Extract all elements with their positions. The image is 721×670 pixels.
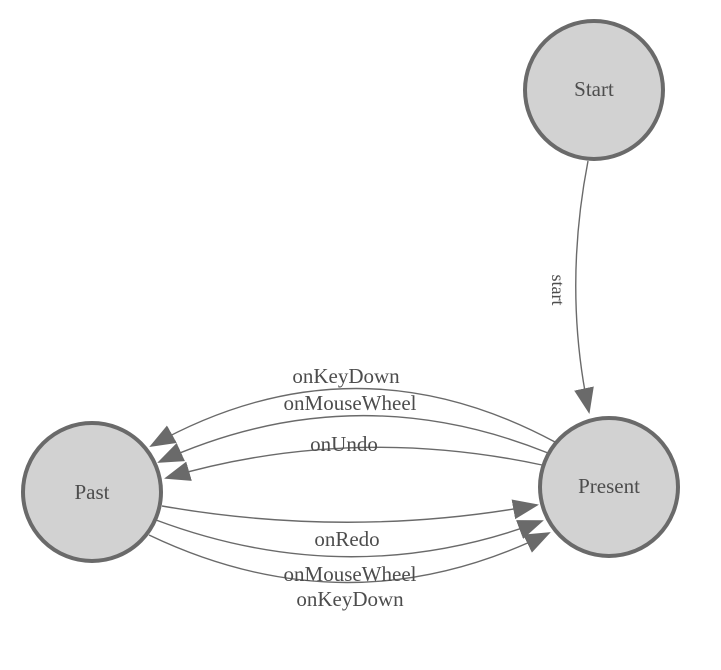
- edge-present-to-past-onmousewheel: [157, 414, 549, 463]
- node-start-circle[interactable]: [523, 19, 665, 161]
- edge-past-to-present-onmousewheel: [155, 519, 544, 558]
- node-past[interactable]: Past: [21, 421, 163, 563]
- edge-label-onkeydown-bottom: onKeyDown: [296, 587, 404, 611]
- edge-past-to-present-onredo: [161, 499, 539, 523]
- node-present-label: Present: [578, 474, 640, 498]
- edge-past-to-present-onkeydown: [148, 532, 551, 584]
- edge-label-onkeydown-top: onKeyDown: [292, 364, 400, 388]
- edge-present-to-past-onundo: [164, 446, 543, 481]
- edge-group: [148, 160, 594, 584]
- node-present-circle[interactable]: [538, 416, 680, 558]
- edge-label-start: start: [548, 275, 568, 306]
- node-past-circle[interactable]: [21, 421, 163, 563]
- node-present[interactable]: Present: [538, 416, 680, 558]
- edge-label-onmousewheel-top: onMouseWheel: [284, 391, 417, 415]
- node-start[interactable]: Start: [523, 19, 665, 161]
- node-start-label: Start: [574, 77, 614, 101]
- node-past-label: Past: [74, 480, 109, 504]
- edge-label-group: start onKeyDown onMouseWheel onUndo onRe…: [284, 275, 568, 612]
- edge-label-onundo: onUndo: [310, 432, 378, 456]
- edge-label-onmousewheel-bottom: onMouseWheel: [284, 562, 417, 586]
- edge-present-to-past-onkeydown: [149, 387, 556, 447]
- edge-label-onredo: onRedo: [314, 527, 379, 551]
- edge-start-to-present: [574, 160, 594, 414]
